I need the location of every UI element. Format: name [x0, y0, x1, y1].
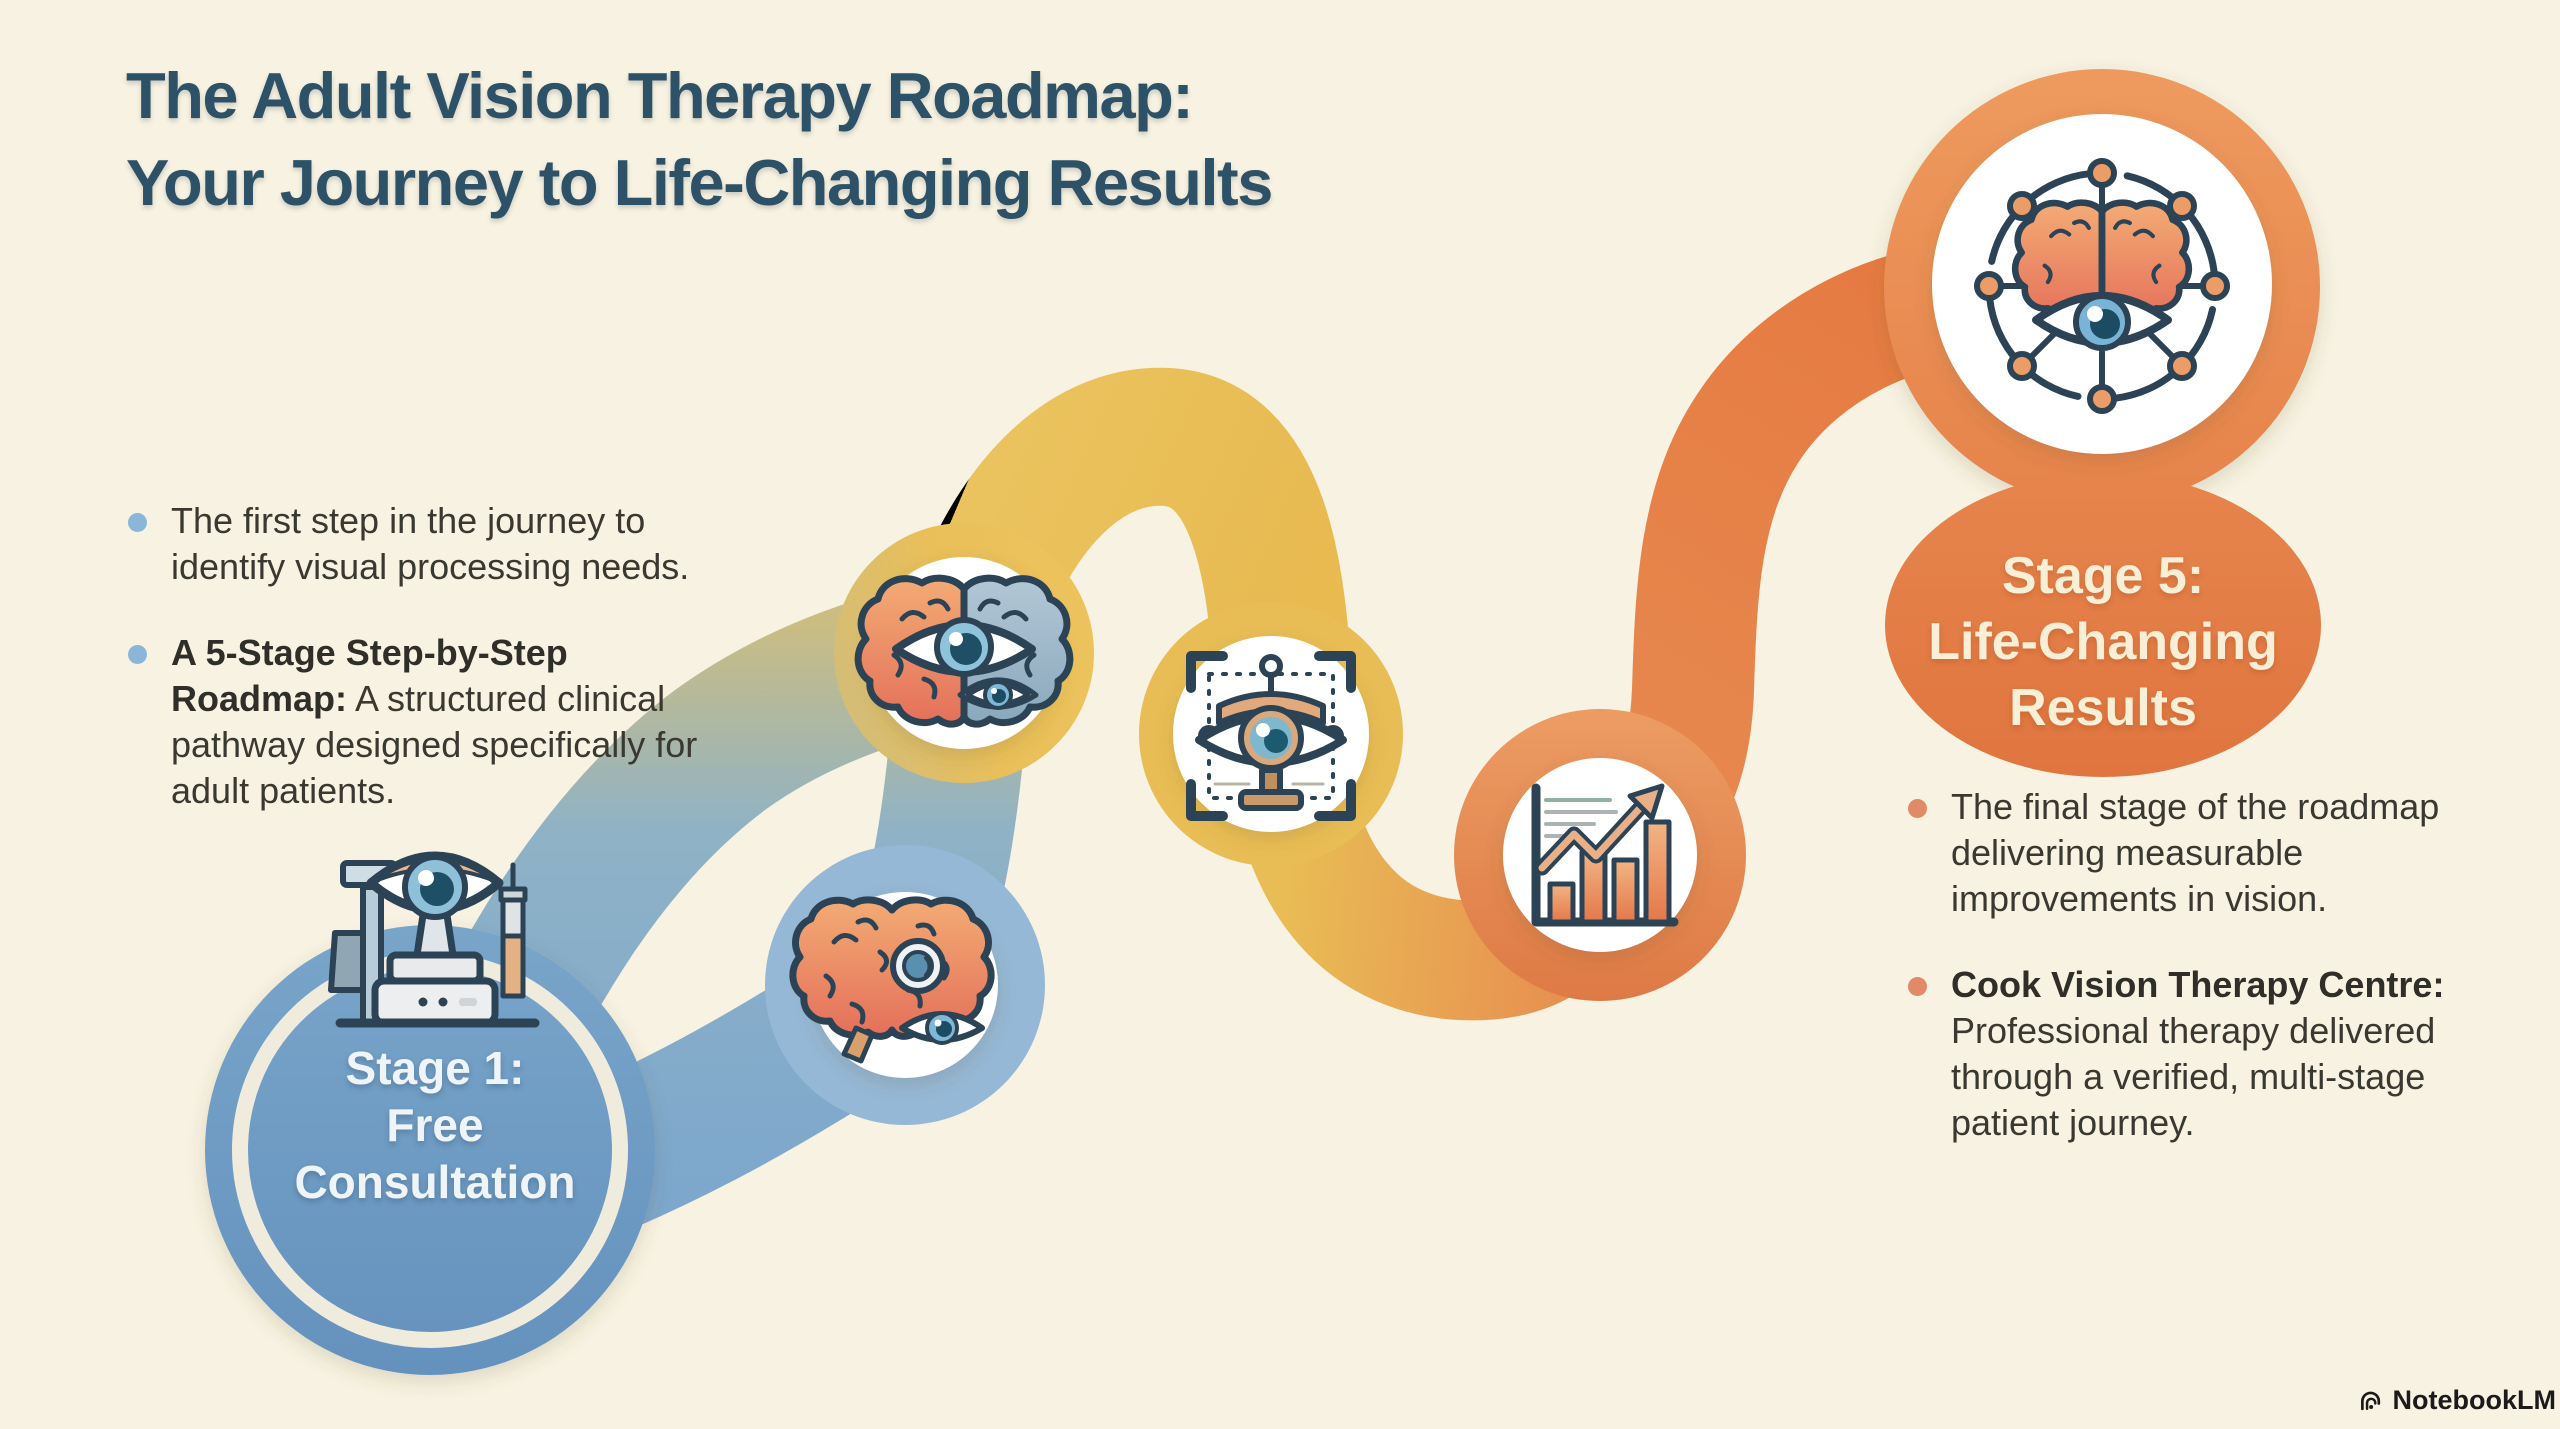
list-item: The first step in the journey to identif…	[128, 498, 748, 590]
split-brain-with-eyes-icon	[854, 574, 1074, 728]
network-nodes	[1974, 158, 2230, 414]
notebooklm-logo-icon	[2360, 1391, 2381, 1411]
path-segment-yellow-arch	[895, 367, 1353, 802]
list-item: Cook Vision Therapy Centre: Professional…	[1908, 962, 2548, 1146]
bullet-text: A 5-Stage Step-by-Step Roadmap: A struct…	[171, 632, 698, 811]
stage5-label-line: Results	[2009, 679, 2197, 737]
left-bullet-list: The first step in the journey to identif…	[128, 498, 748, 814]
stage5-label: Stage 5: Life-Changing Results	[1878, 543, 2328, 741]
list-item: The final stage of the roadmap deliverin…	[1908, 784, 2548, 922]
stage1-label-line: Free	[386, 1099, 484, 1151]
stage1-label: Stage 1: Free Consultation	[205, 1040, 665, 1211]
bullet-dot	[128, 513, 147, 532]
bullet-text: The final stage of the roadmap deliverin…	[1951, 786, 2440, 919]
bullet-dot	[128, 645, 147, 664]
watermark: NotebookLM	[2360, 1384, 2556, 1416]
stage1-label-line: Consultation	[294, 1156, 576, 1208]
eye-calibration-frame-icon	[1186, 651, 1356, 821]
bullet-dot	[1908, 799, 1927, 818]
bullet-text: Cook Vision Therapy Centre: Professional…	[1951, 964, 2445, 1143]
growth-chart-icon	[1531, 783, 1679, 927]
page-title: The Adult Vision Therapy Roadmap: Your J…	[126, 52, 1626, 226]
bullet-dot	[1908, 977, 1927, 996]
list-item: A 5-Stage Step-by-Step Roadmap: A struct…	[128, 630, 748, 814]
brain-eye-network-icon	[1974, 158, 2230, 414]
page-title-line2: Your Journey to Life-Changing Results	[126, 146, 1273, 219]
right-bullet-list: The final stage of the roadmap deliverin…	[1908, 784, 2548, 1146]
stage1-circle	[205, 925, 655, 1375]
page-title-line1: The Adult Vision Therapy Roadmap:	[126, 59, 1194, 132]
stage5-text-blob	[1885, 473, 2321, 777]
stage5-label-line: Life-Changing	[1928, 613, 2278, 671]
watermark-label: NotebookLM	[2392, 1384, 2556, 1415]
stage5-label-line: Stage 5:	[2001, 547, 2205, 605]
stage1-label-line: Stage 1:	[345, 1042, 525, 1094]
brain-with-eyes-icon	[789, 896, 995, 1064]
bullet-text: The first step in the journey to identif…	[171, 500, 690, 587]
eye-examination-instrument-icon	[328, 851, 540, 1028]
